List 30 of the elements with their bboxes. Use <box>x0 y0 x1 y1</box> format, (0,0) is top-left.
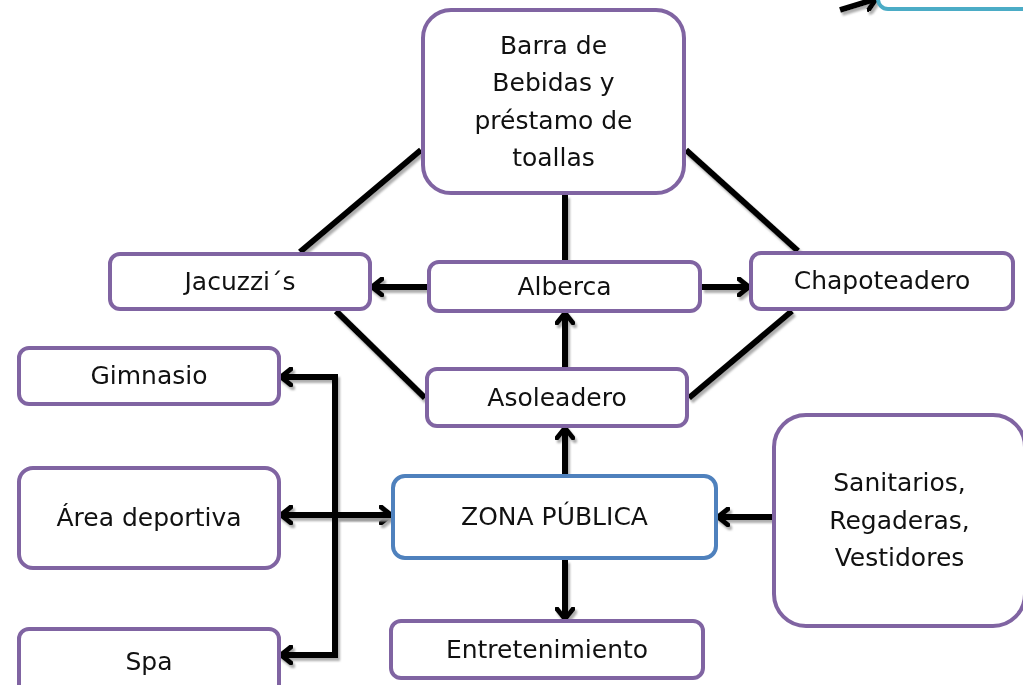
arrow <box>554 425 576 474</box>
area-box <box>17 627 281 685</box>
arrow <box>554 310 576 367</box>
facilities-box <box>772 413 1023 628</box>
central-zone-box <box>391 474 718 560</box>
drink-bar-box <box>421 8 686 195</box>
area-box <box>17 466 281 570</box>
node-label: Jacuzzi´s <box>184 265 296 298</box>
node-label: Entretenimiento <box>445 633 649 666</box>
area-box <box>389 619 705 680</box>
node-label: Spa <box>125 646 173 679</box>
area-box <box>749 251 1015 311</box>
area-box <box>427 260 702 313</box>
connector-line <box>298 147 423 255</box>
arrow <box>554 560 576 622</box>
connector-line <box>687 308 794 401</box>
node-label: Sanitarios, Regaderas, Vestidores <box>828 467 971 575</box>
area-box <box>425 367 689 428</box>
connector-line <box>562 195 568 260</box>
node-label: Asoleadero <box>487 381 627 414</box>
node-label: Gimnasio <box>90 360 208 393</box>
arrow <box>839 0 879 13</box>
node-label: Chapoteadero <box>793 265 971 298</box>
node-label: Área deportiva <box>56 502 242 535</box>
connector-line <box>684 147 800 254</box>
node-label: Alberca <box>517 270 612 303</box>
node-label: ZONA PÚBLICA <box>461 500 648 534</box>
area-box <box>17 346 281 406</box>
area-box <box>108 252 372 311</box>
node-label: Barra de Bebidas y préstamo de toallas <box>473 29 634 174</box>
